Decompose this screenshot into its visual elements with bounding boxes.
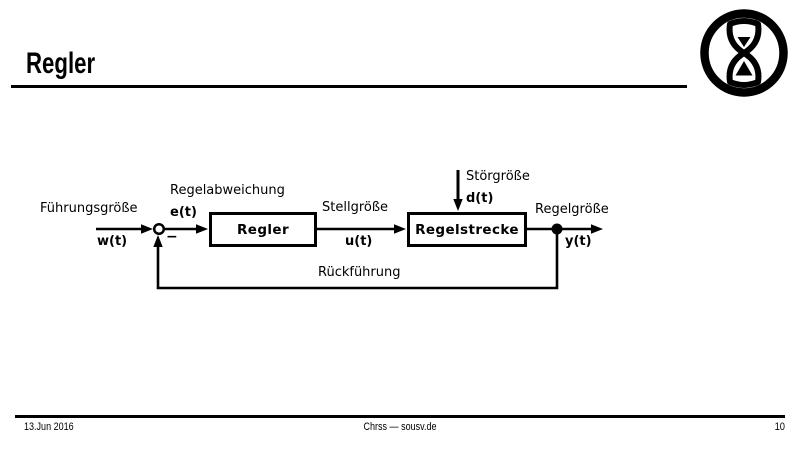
input-label: Führungsgröße: [40, 201, 138, 216]
summing-junction: [152, 222, 166, 236]
footer-date: 13.Jun 2016: [24, 421, 74, 433]
disturbance-label: Störgröße: [466, 169, 530, 184]
actuating-signal-label: u(t): [345, 234, 373, 249]
logo-sand-bottom: [735, 61, 753, 76]
page-title: Regler: [26, 47, 96, 80]
error-label: Regelabweichung: [170, 183, 285, 198]
hourglass-icon: [700, 9, 788, 97]
output-label: Regelgröße: [535, 202, 609, 217]
error-arrowhead-icon: [196, 224, 208, 234]
footer-divider: [15, 415, 785, 418]
actuating-label: Stellgröße: [322, 200, 389, 215]
output-signal-label: y(t): [565, 234, 592, 249]
error-signal-label: e(t): [170, 205, 197, 220]
feedback-arrowhead-icon: [153, 235, 163, 247]
disturbance-arrowhead-icon: [453, 199, 463, 211]
logo-ring: [700, 9, 788, 97]
logo-hourglass-outline: [726, 18, 762, 88]
footer-credit: Chrss — sousv.de: [363, 421, 437, 433]
feedback-label: Rückführung: [318, 265, 401, 280]
plant-block: Regelstrecke: [407, 212, 527, 247]
controller-block: Regler: [209, 212, 317, 247]
feedback-wire: [156, 231, 559, 290]
title-underline: [11, 85, 687, 88]
footer-page-number: 10: [774, 421, 785, 433]
input-signal-label: w(t): [97, 234, 128, 249]
logo-sand-top: [737, 37, 751, 47]
output-arrowhead-icon: [591, 224, 603, 234]
input-arrowhead-icon: [141, 224, 153, 234]
minus-sign: −: [166, 229, 178, 245]
actuating-arrowhead-icon: [394, 224, 406, 234]
branch-point: [551, 223, 563, 235]
disturbance-signal-label: d(t): [466, 191, 494, 206]
